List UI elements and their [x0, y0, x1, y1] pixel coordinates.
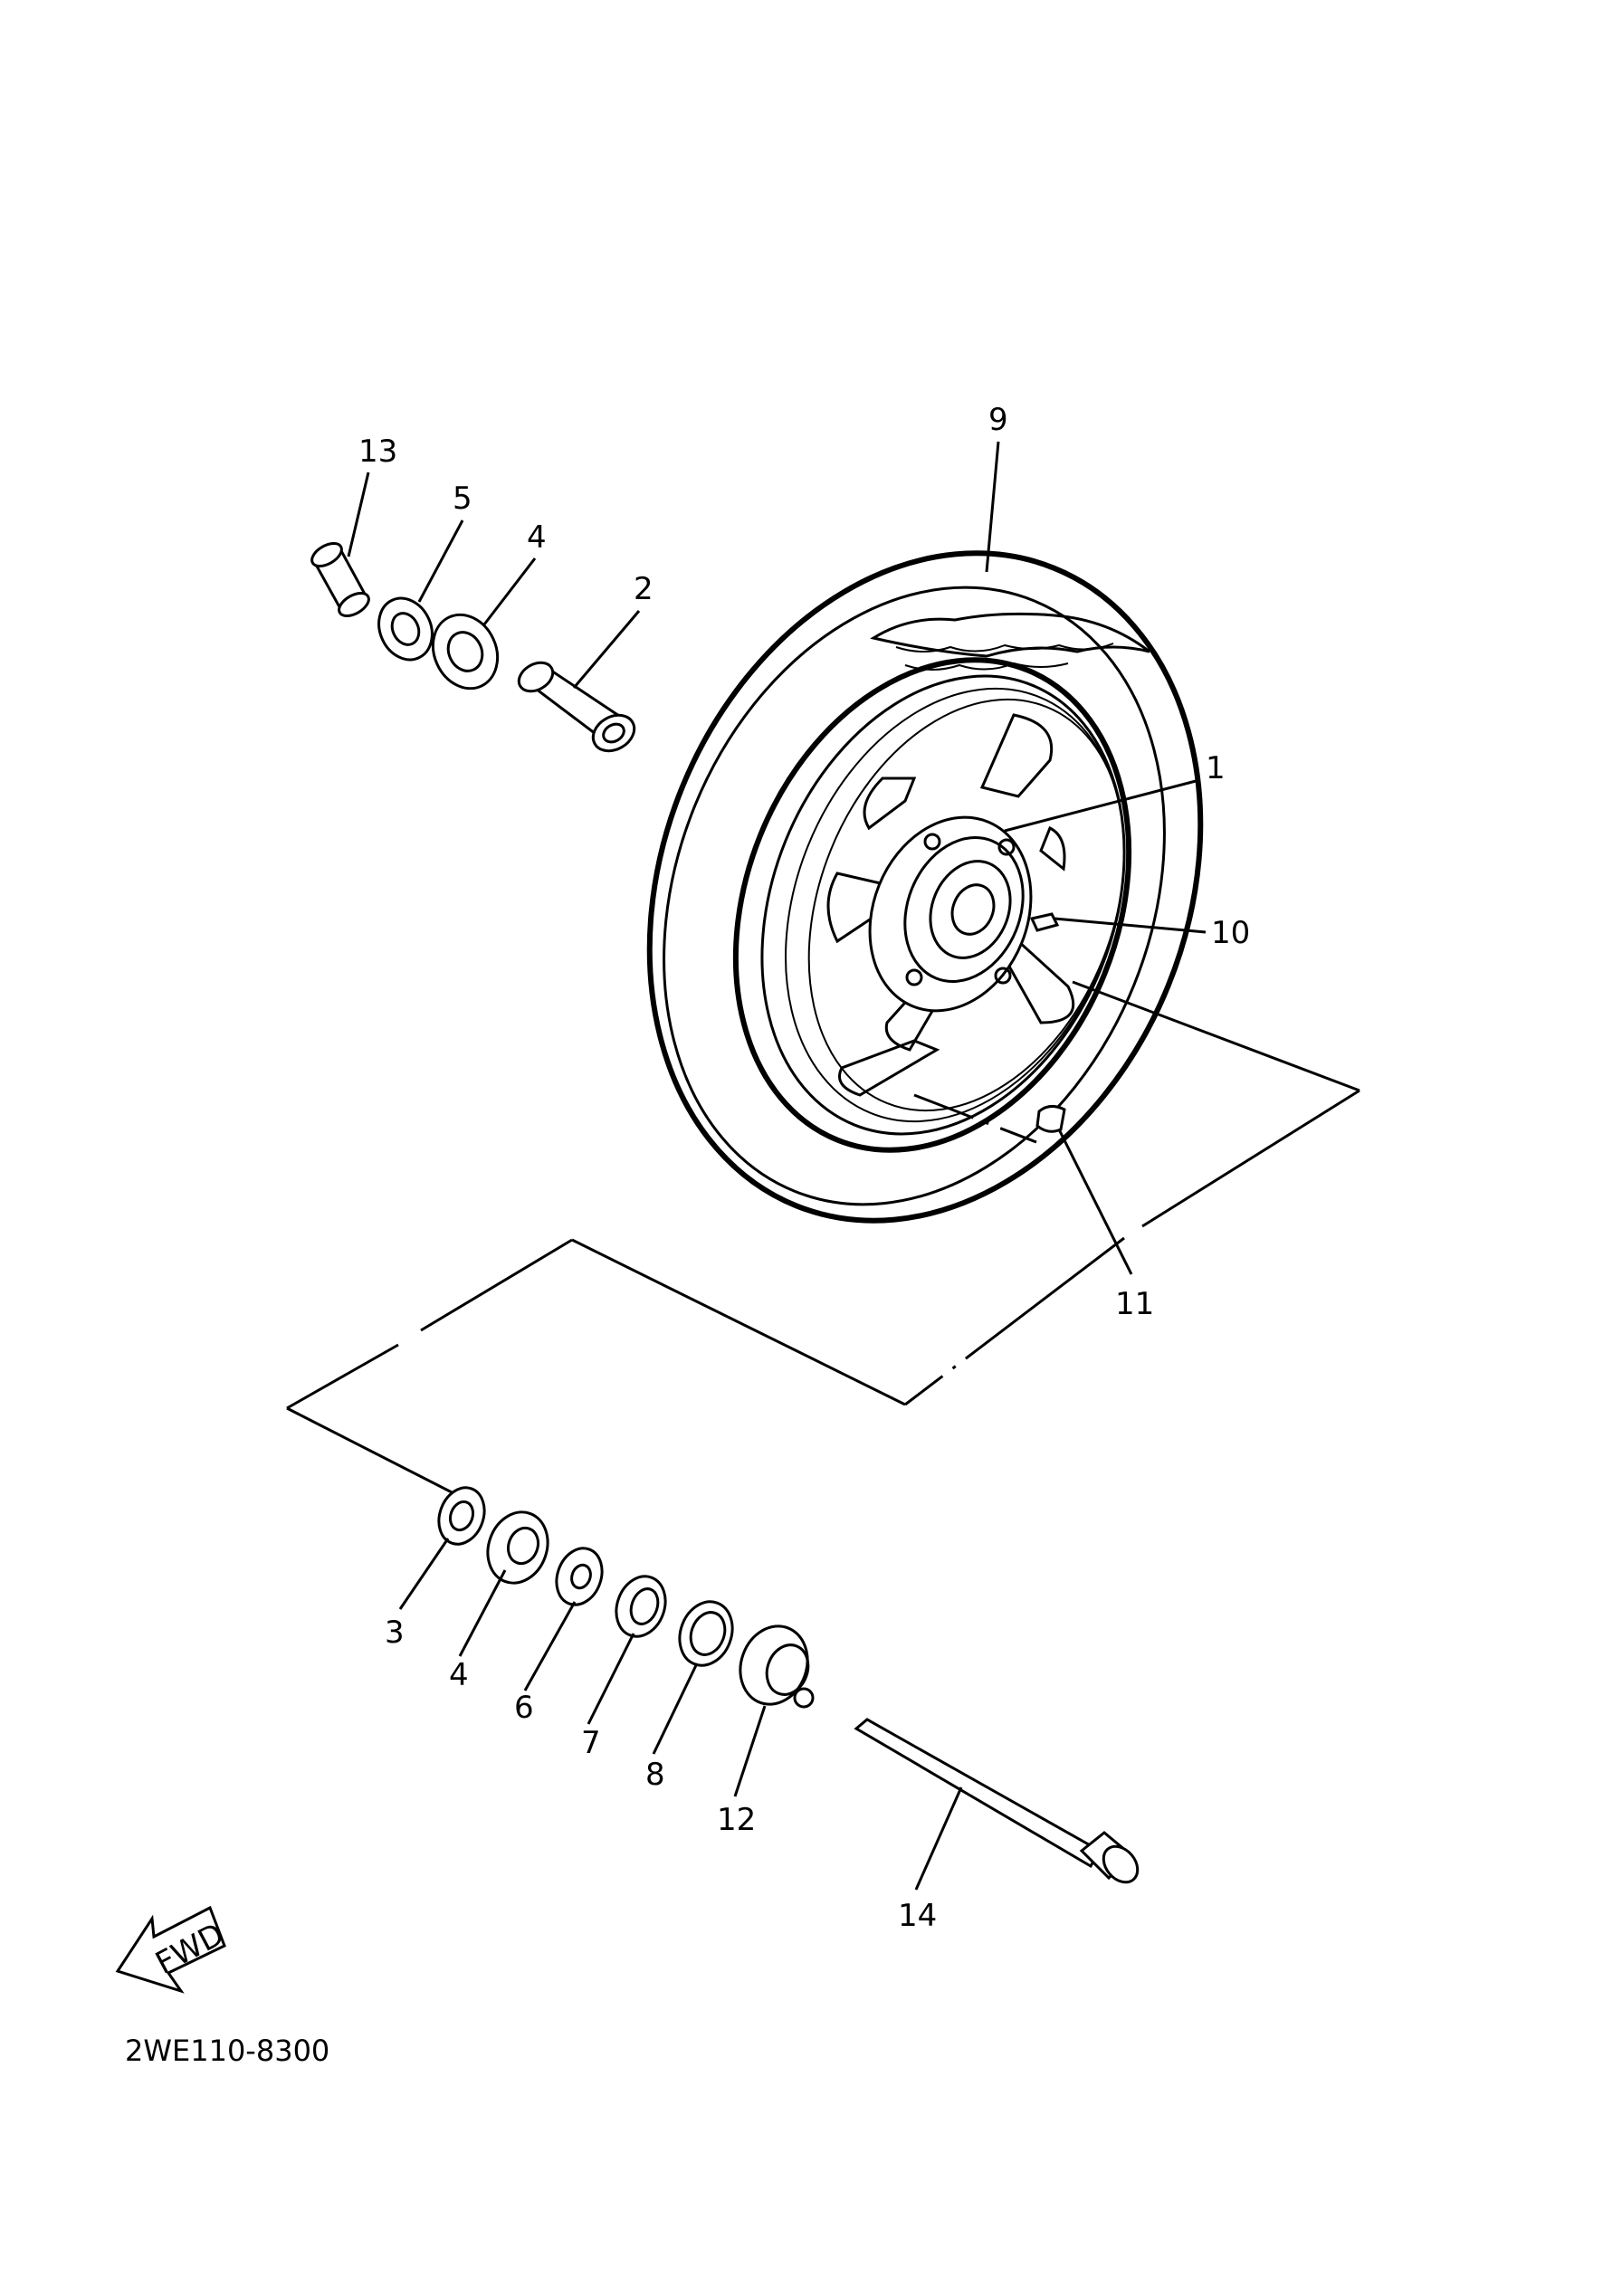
callout-labels: 13 5 4 2 9 1 10 11 3 4 6 7 8 12 14 [358, 402, 1250, 1934]
part-13-spacer-collar [310, 542, 370, 617]
callout-13: 13 [358, 433, 397, 470]
part-7-gear [615, 1575, 667, 1638]
callout-8: 8 [645, 1757, 665, 1793]
part-code: 2WE110-8300 [125, 2034, 329, 2068]
part-4-bearing-left [431, 613, 500, 691]
wheel-assembly [646, 550, 1204, 1224]
part-6-clutch-retainer [555, 1547, 604, 1606]
leader-lines [347, 441, 1207, 1891]
part-14-axle [854, 1718, 1140, 1884]
callout-5: 5 [453, 481, 472, 517]
callout-1: 1 [1206, 750, 1226, 786]
part-3-washer [437, 1486, 486, 1546]
callout-7: 7 [581, 1725, 601, 1761]
callout-4-upper: 4 [527, 519, 547, 556]
callout-4-lower: 4 [449, 1657, 469, 1693]
callout-2: 2 [634, 571, 654, 607]
fwd-arrow-icon: FWD [115, 1905, 230, 1994]
part-8-oil-seal [678, 1600, 734, 1667]
callout-6: 6 [514, 1690, 534, 1726]
part-4-bearing-right [486, 1510, 549, 1585]
callout-10: 10 [1211, 915, 1250, 951]
callout-3: 3 [385, 1615, 405, 1651]
assembly-reference-outline [286, 980, 1360, 1497]
part-2-spacer-tube [517, 661, 636, 753]
callout-12: 12 [717, 1802, 756, 1838]
callout-9: 9 [988, 402, 1008, 438]
part-12-meter-gear-unit [739, 1624, 815, 1709]
part-5-oil-seal [377, 596, 434, 662]
callout-11: 11 [1115, 1286, 1154, 1322]
callout-14: 14 [898, 1898, 937, 1934]
